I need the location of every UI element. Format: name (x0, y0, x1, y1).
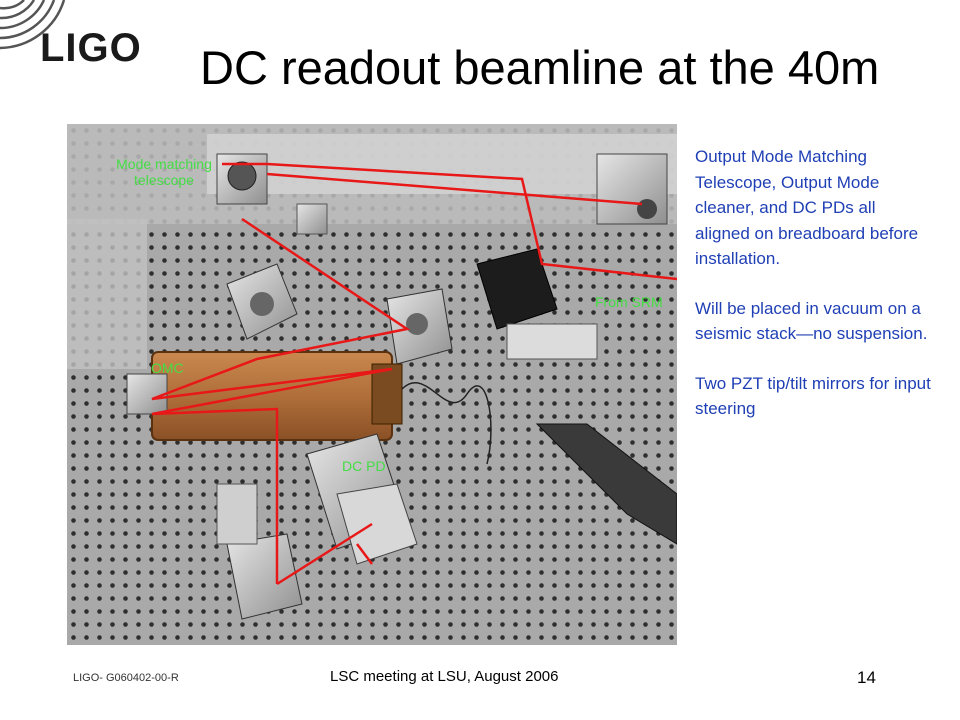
side-paragraph: Two PZT tip/tilt mirrors for input steer… (695, 373, 931, 419)
footer-doc-id: LIGO- G060402-00-R (73, 672, 179, 684)
logo-text: LIGO (40, 26, 142, 70)
label-omc: OMC (151, 360, 184, 376)
footer-meeting: LSC meeting at LSU, August 2006 (330, 668, 559, 685)
side-text: Output Mode Matching Telescope, Output M… (695, 144, 935, 446)
label-mode-matching-line1: Mode matching (116, 156, 212, 172)
page-number: 14 (857, 668, 876, 687)
breadboard-illustration (67, 124, 677, 645)
label-mode-matching: Mode matching telescope (89, 156, 239, 188)
ligo-logo: LIGO (0, 0, 200, 110)
breadboard-photo: Mode matching telescope From SRM OMC DC … (67, 124, 677, 645)
side-paragraph: Will be placed in vacuum on a seismic st… (695, 298, 928, 344)
side-paragraph: Output Mode Matching Telescope, Output M… (695, 147, 919, 268)
logo-arcs-icon (0, 0, 66, 50)
label-dc-pd: DC PD (342, 458, 386, 474)
label-mode-matching-line2: telescope (134, 172, 194, 188)
slide-title: DC readout beamline at the 40m (200, 41, 880, 94)
label-from-srm: From SRM (595, 294, 663, 310)
